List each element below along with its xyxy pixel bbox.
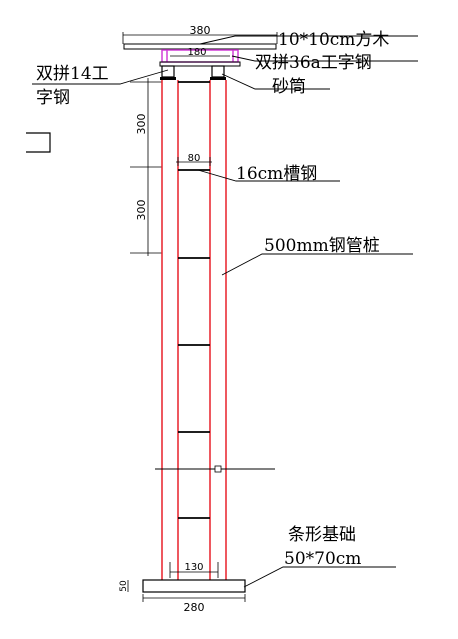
i14-label-line1: 双拼14工 bbox=[36, 64, 109, 84]
channel-label: 16cm槽钢 bbox=[236, 164, 317, 184]
footing-height-text: 50 bbox=[119, 580, 129, 592]
pile-spacing-dimension: 130 bbox=[169, 562, 219, 578]
top-width-dimension: 380 bbox=[122, 24, 278, 44]
top-width-text: 380 bbox=[190, 24, 211, 37]
break-line bbox=[155, 465, 275, 473]
channel-braces bbox=[178, 81, 210, 519]
footing-label-line2: 50*70cm bbox=[284, 549, 361, 569]
footing-width-dimension: 280 bbox=[142, 594, 246, 614]
spacing-dimension: 300 300 bbox=[130, 78, 162, 256]
pile-label: 500mm钢管桩 bbox=[264, 236, 380, 256]
beam-width-text: 180 bbox=[187, 47, 206, 58]
timber-label: 10*10cm方木 bbox=[278, 30, 389, 50]
sand-cylinders bbox=[160, 65, 226, 80]
footing-height-dimension: 50 bbox=[119, 580, 129, 592]
channel-width-text: 80 bbox=[188, 153, 201, 164]
channel-width-dimension: 80 bbox=[176, 153, 212, 166]
spacing-1-text: 300 bbox=[135, 114, 148, 135]
footing-width-text: 280 bbox=[184, 601, 205, 614]
pile-spacing-text: 130 bbox=[184, 562, 203, 573]
beam-width-dimension: 180 bbox=[170, 47, 230, 58]
sand-label: 砂筒 bbox=[272, 77, 306, 97]
i14-beam bbox=[159, 61, 241, 67]
footing-label-line1: 条形基础 bbox=[288, 525, 356, 545]
leader-lines bbox=[32, 35, 418, 588]
section-symbol bbox=[26, 132, 51, 153]
i36-label: 双拼36a工字钢 bbox=[255, 53, 372, 73]
spacing-2-text: 300 bbox=[135, 200, 148, 221]
i14-label-line2: 字钢 bbox=[36, 88, 70, 108]
strip-footing bbox=[142, 579, 246, 593]
